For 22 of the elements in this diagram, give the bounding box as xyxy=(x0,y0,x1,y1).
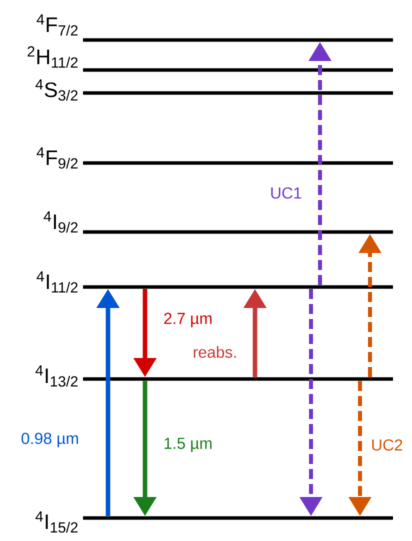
node-label: $^{4}$I$_{11/2}$ xyxy=(36,271,78,293)
edge-label: 2.7 µm xyxy=(164,312,212,328)
energy-level: $^{4}$I$_{11/2}$ xyxy=(36,271,393,293)
energy-level: $^{4}$S$_{3/2}$ xyxy=(36,79,393,101)
energy-level: $^{4}$I$_{15/2}$ xyxy=(36,511,393,533)
edge-label: UC2 xyxy=(372,439,402,451)
energy-level: $^{4}$I$_{13/2}$ xyxy=(36,365,393,387)
node-label: $^{4}$S$_{3/2}$ xyxy=(36,79,78,101)
node-label: $^{4}$I$_{13/2}$ xyxy=(36,365,78,387)
energy-level: $^{4}$I$_{9/2}$ xyxy=(44,211,393,234)
energy-level: $^{2}$H$_{11/2}$ xyxy=(28,46,393,72)
node-label: $^{2}$H$_{11/2}$ xyxy=(28,46,78,68)
edge-label: 0.98 µm xyxy=(22,432,78,448)
node-label: $^{4}$F$_{7/2}$ xyxy=(36,14,78,36)
edge-label: UC1 xyxy=(271,187,302,199)
energy-level: $^{4}$F$_{9/2}$ xyxy=(36,147,393,169)
edge-label: 1.5 µm xyxy=(164,438,212,452)
edge-label: reabs. xyxy=(194,346,236,358)
node-label: $^{4}$I$_{9/2}$ xyxy=(44,211,78,233)
node-label: $^{4}$I$_{15/2}$ xyxy=(36,511,78,533)
node-label: $^{4}$F$_{9/2}$ xyxy=(36,147,78,169)
energy-level: $^{4}$F$_{7/2}$ xyxy=(36,14,393,42)
